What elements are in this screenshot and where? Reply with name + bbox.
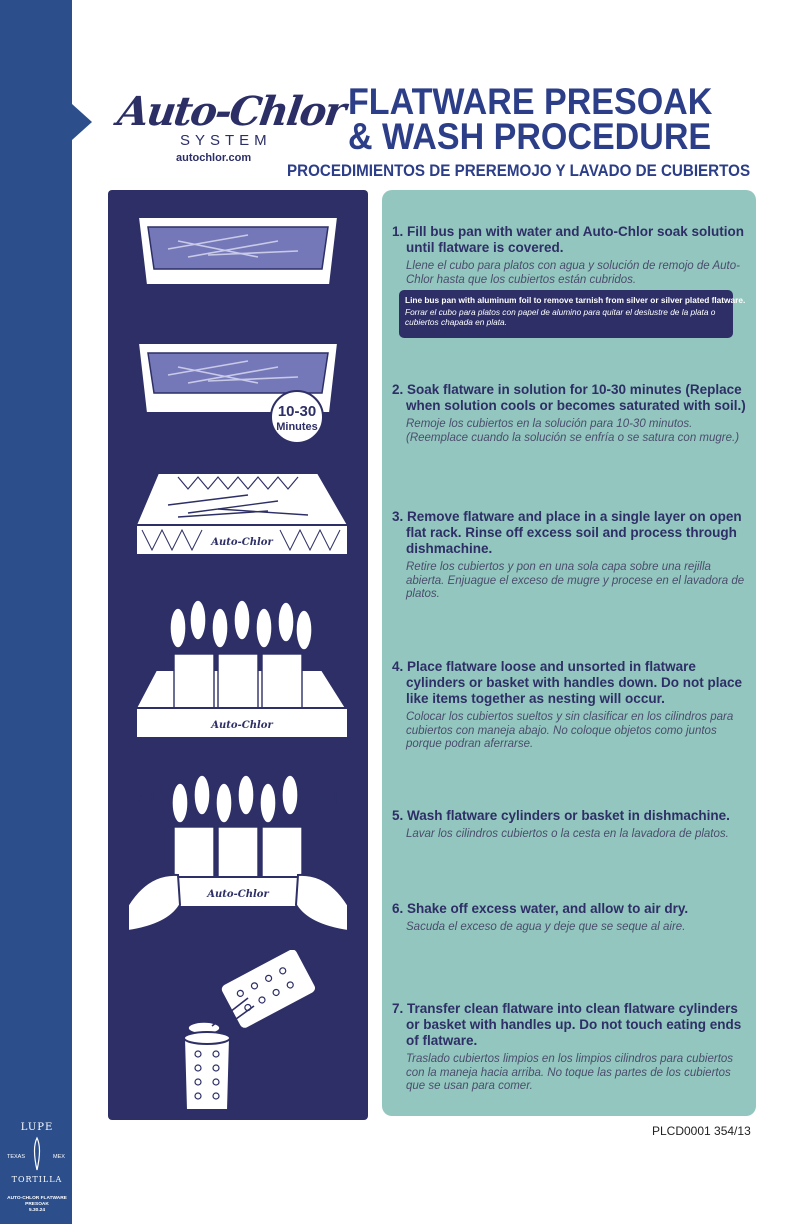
cylinders-rack-illustration: Auto-Chlor: [134, 599, 349, 739]
rack-logo-text: Auto-Chlor: [206, 889, 269, 900]
badge-caption: AUTO-CHLOR FLATWARE PRESOAK 5.30.24: [4, 1196, 70, 1214]
badge-top-text: LUPE: [21, 1122, 54, 1133]
page-subtitle-spanish: PROCEDIMIENTOS DE PREREMOJO Y LAVADO DE …: [287, 162, 751, 180]
badge-right-text: MEX: [53, 1154, 65, 1160]
badge-caption-line-2: PRESOAK: [25, 1202, 49, 1207]
step-7: 7. Transfer clean flatware into clean fl…: [392, 1001, 752, 1094]
pepper-icon: [33, 1136, 41, 1171]
badge-bottom-text: TORTILLA: [12, 1175, 63, 1184]
soaking-pan-illustration: 10-30 Minutes: [136, 342, 340, 444]
badge-caption-line-1: AUTO-CHLOR FLATWARE: [7, 1196, 67, 1201]
timer-unit: Minutes: [276, 421, 318, 433]
step-1-english: 1. Fill bus pan with water and Auto-Chlo…: [392, 224, 745, 255]
step-4-spanish: Colocar los cubiertos sueltos y sin clas…: [406, 711, 734, 750]
logo-system-text: SYSTEM: [180, 132, 272, 149]
bus-pan-illustration: [136, 216, 340, 286]
step-2-english: 2. Soak flatware in solution for 10-30 m…: [392, 382, 746, 413]
step-5: 5. Wash flatware cylinders or basket in …: [392, 808, 752, 842]
step-1-spanish: Llene el cubo para platos con agua y sol…: [406, 260, 740, 286]
badge-caption-line-3: 5.30.24: [28, 1208, 45, 1213]
flat-rack-illustration: Auto-Chlor: [134, 472, 350, 556]
step-6-spanish: Sacuda el exceso de agua y deje que se s…: [406, 921, 686, 933]
left-hand: [127, 873, 182, 933]
step-4: 4. Place flatware loose and unsorted in …: [392, 659, 752, 752]
step-3-spanish: Retire los cubiertos y pon en una sola c…: [406, 561, 745, 600]
step-6: 6. Shake off excess water, and allow to …: [392, 901, 752, 935]
step-2-spanish: Remoje los cubiertos en la solución para…: [406, 418, 740, 444]
right-hand: [294, 873, 349, 933]
rack-logo-text: Auto-Chlor: [210, 720, 273, 731]
step-3-english: 3. Remove flatware and place in a single…: [392, 509, 742, 556]
step-4-english: 4. Place flatware loose and unsorted in …: [392, 659, 743, 706]
lupe-tortilla-badge: LUPE TEXAS MEX TORTILLA: [7, 1122, 65, 1184]
logo-script: Auto-Chlor: [114, 88, 348, 135]
auto-chlor-logo: Auto-Chlor SYSTEM autochlor.com: [114, 88, 348, 172]
step-7-english: 7. Transfer clean flatware into clean fl…: [392, 1001, 742, 1048]
title-line-1: FLATWARE PRESOAK: [348, 81, 713, 122]
badge-left-text: TEXAS: [7, 1154, 25, 1160]
instructions-panel: [382, 190, 756, 1116]
foil-tip-english: Line bus pan with aluminum foil to remov…: [405, 295, 746, 305]
step-5-spanish: Lavar los cilindros cubiertos o la cesta…: [406, 828, 729, 840]
step-7-spanish: Traslado cubiertos limpios en los limpio…: [406, 1053, 734, 1092]
foil-tip-box: Line bus pan with aluminum foil to remov…: [399, 290, 746, 338]
step-3: 3. Remove flatware and place in a single…: [392, 509, 752, 602]
rack-logo-text: Auto-Chlor: [210, 537, 273, 548]
step-6-english: 6. Shake off excess water, and allow to …: [392, 901, 689, 916]
left-sidebar-band: [0, 0, 72, 1224]
logo-url: autochlor.com: [176, 152, 252, 164]
transfer-cylinder-illustration: [182, 950, 318, 1111]
shaking-rack-illustration: Auto-Chlor: [127, 774, 349, 933]
title-line-2: & WASH PROCEDURE: [348, 116, 712, 157]
sidebar-notch: [72, 104, 92, 140]
timer-value: 10-30: [278, 403, 316, 420]
step-1: 1. Fill bus pan with water and Auto-Chlo…: [392, 224, 752, 287]
page-title: FLATWARE PRESOAK & WASH PROCEDURE: [348, 81, 734, 157]
foil-tip-spanish: Forrar el cubo para platos con papel de …: [405, 307, 716, 327]
step-2: 2. Soak flatware in solution for 10-30 m…: [392, 382, 752, 445]
timer-badge: [270, 390, 324, 444]
step-5-english: 5. Wash flatware cylinders or basket in …: [392, 808, 730, 823]
document-code: PLCD0001 354/13: [652, 1124, 751, 1138]
